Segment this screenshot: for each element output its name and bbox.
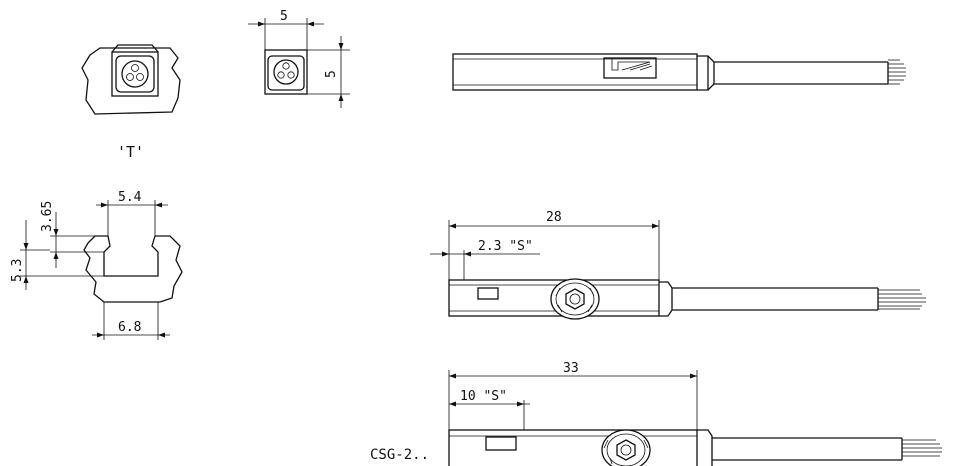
- t-slot-profile: 5.4 3.65 5.3 6.8: [10, 190, 183, 340]
- dim-length-33: 33: [563, 361, 579, 376]
- dim-sense-2-3: 2.3 "S": [478, 239, 533, 254]
- sensor-side-view: [452, 53, 906, 91]
- dim-t-slot-opening: 5.4: [118, 190, 142, 205]
- part-code: CSG-2..: [370, 447, 429, 463]
- dim-slot-height: 5: [324, 70, 339, 78]
- dim-slot-width: 5: [280, 9, 288, 24]
- dim-sense-10: 10 "S": [460, 389, 507, 404]
- slot-section-5x5: 5 5: [248, 9, 350, 108]
- sensor-long-view: 33 10 "S": [448, 361, 942, 466]
- profile-label: 'T': [117, 143, 144, 161]
- dim-length-28: 28: [546, 210, 562, 225]
- dim-t-slot-total: 5.3: [10, 259, 25, 282]
- sensor-short-view: 28 2.3 "S": [430, 210, 926, 320]
- slot-front-view: [81, 44, 181, 115]
- dim-t-slot-depth: 3.65: [40, 201, 55, 232]
- dim-t-slot-bottom: 6.8: [118, 320, 141, 335]
